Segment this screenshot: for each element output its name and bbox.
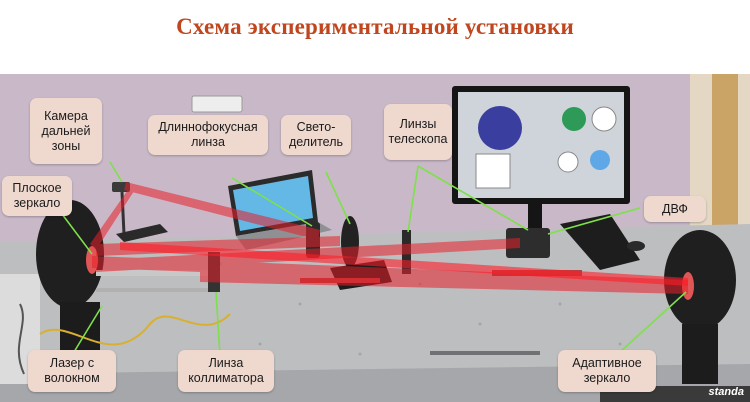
pointer-flat-mirror: [61, 213, 93, 255]
label-camera: Камера дальней зоны: [30, 98, 102, 164]
fiber-cable: [39, 313, 231, 346]
pointer-dvf: [547, 207, 641, 235]
monitor-window-2: [562, 107, 586, 131]
pointer-telescope-2: [417, 165, 529, 231]
label-flat-mirror: Плоское зеркало: [2, 176, 72, 216]
pointer-long-lens: [231, 177, 313, 227]
monitor-stand: [528, 204, 542, 232]
slide-title: Схема экспериментальной установки: [176, 14, 574, 39]
pointer-adaptive: [619, 291, 687, 353]
laser-beams-bright: [120, 242, 688, 286]
pointer-camera: [109, 161, 123, 183]
monitor-window-1: [478, 106, 522, 150]
pointer-lines: [61, 161, 687, 357]
adaptive-mirror-post: [682, 324, 718, 384]
cable-2: [17, 303, 25, 375]
standa-logo: standa: [708, 386, 744, 398]
monitor-window-3: [591, 106, 617, 132]
monitor-window-6: [590, 150, 610, 170]
label-splitter: Свето- делитель: [281, 115, 351, 155]
label-laser: Лазер с волокном: [28, 350, 116, 392]
monitor-window-4: [475, 153, 511, 189]
keyboard: [560, 214, 640, 270]
camera-base: [116, 224, 168, 242]
adaptive-mirror-mount: [664, 230, 736, 330]
label-adaptive: Адаптивное зеркало: [558, 350, 656, 392]
collimator-rail: [96, 270, 216, 276]
mouse: [627, 241, 645, 251]
pointer-collimator: [215, 291, 221, 357]
pointer-telescope-1: [407, 165, 419, 233]
pointer-splitter: [325, 171, 351, 225]
ruler: [430, 351, 540, 355]
flat-mirror-mount: [36, 200, 104, 308]
label-telescope: Линзы телескопа: [384, 104, 452, 160]
label-long-lens: Длиннофокусная линза: [148, 115, 268, 155]
label-dvf: ДВФ: [644, 196, 706, 222]
collimator-rail-2: [96, 288, 216, 292]
wall-outlet: [191, 95, 243, 113]
pointer-laser: [73, 305, 103, 353]
monitor-window-5: [557, 151, 579, 173]
dvf-sensor: [506, 228, 550, 258]
label-collimator: Линза коллиматора: [178, 350, 274, 392]
